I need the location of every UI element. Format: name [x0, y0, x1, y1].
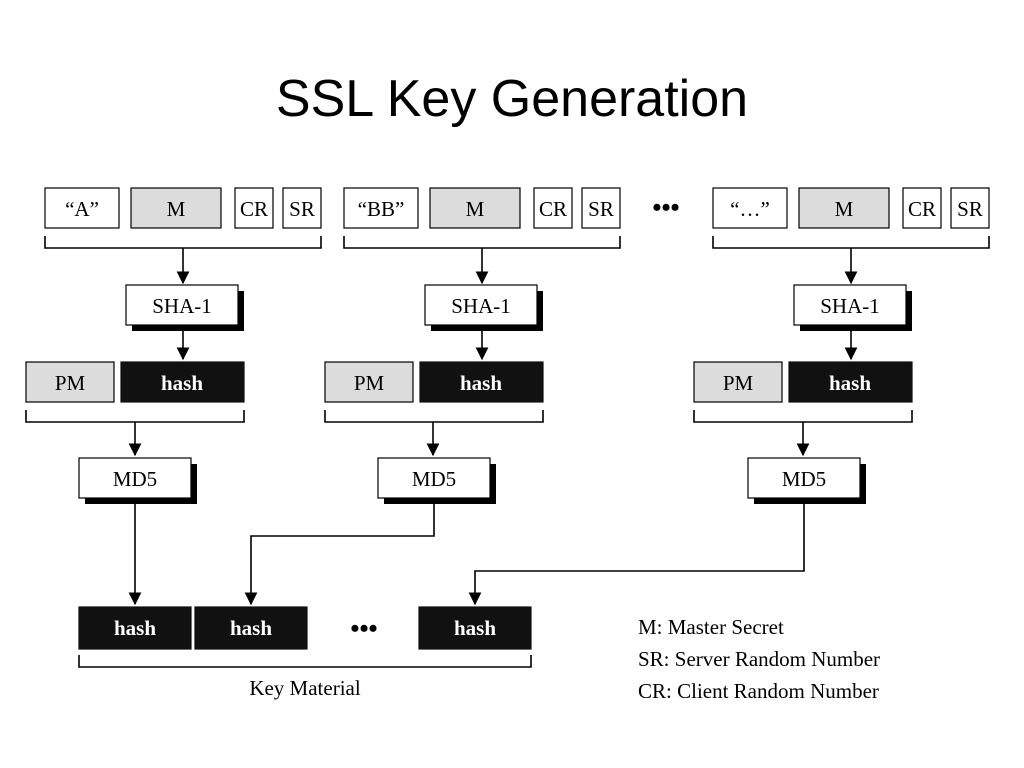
client-random-box: [902, 187, 942, 229]
hash-box: [120, 361, 245, 403]
bracket: [324, 410, 544, 423]
bracket: [78, 655, 532, 668]
bracket: [343, 236, 621, 249]
md5-box: [747, 457, 861, 499]
master-secret-label: M: [835, 197, 854, 221]
legend-item-client-random: CR: Client Random Number: [638, 679, 879, 703]
md5-label: MD5: [113, 467, 157, 491]
hash-label: hash: [829, 371, 871, 395]
server-random-label: SR: [957, 197, 983, 221]
label-box: [712, 187, 788, 229]
label-box: [343, 187, 419, 229]
pre-master-box: [324, 361, 414, 403]
hash-box: [194, 606, 308, 650]
master-secret-label: M: [167, 197, 186, 221]
pre-master-label: PM: [723, 371, 754, 395]
client-random-label: CR: [539, 197, 567, 221]
master-secret-box: [429, 187, 521, 229]
pre-master-box: [693, 361, 783, 403]
master-secret-box: [798, 187, 890, 229]
legend: M: Master Secret SR: Server Random Numbe…: [638, 615, 880, 703]
sha1-label: SHA-1: [451, 294, 511, 318]
client-random-label: CR: [908, 197, 936, 221]
bracket: [25, 410, 245, 423]
bracket: [693, 410, 913, 423]
sha1-box: [793, 284, 907, 326]
label-text: “BB”: [358, 197, 405, 221]
md5-label: MD5: [782, 467, 826, 491]
master-secret-box: [130, 187, 222, 229]
connector: [244, 504, 435, 606]
server-random-box: [282, 187, 322, 229]
server-random-label: SR: [588, 197, 614, 221]
hash-box: [788, 361, 913, 403]
hash-label: hash: [114, 616, 156, 640]
master-secret-label: M: [466, 197, 485, 221]
ellipsis: •••: [350, 614, 377, 643]
client-random-box: [234, 187, 274, 229]
pre-master-box: [25, 361, 115, 403]
hash-box: [78, 606, 192, 650]
column-1: “A” M CR SR SHA-1 PM hash MD5: [25, 187, 322, 606]
ellipsis: •••: [652, 193, 679, 222]
bracket: [712, 236, 990, 249]
label-text: “…”: [730, 197, 770, 221]
hash-label: hash: [230, 616, 272, 640]
bracket: [44, 236, 322, 249]
page-title: SSL Key Generation: [276, 70, 748, 128]
hash-label: hash: [161, 371, 203, 395]
legend-item-server-random: SR: Server Random Number: [638, 647, 880, 671]
client-random-label: CR: [240, 197, 268, 221]
sha1-label: SHA-1: [820, 294, 880, 318]
key-material-label: Key Material: [249, 676, 361, 700]
key-material-row: hash hash ••• hash Key Material: [78, 606, 532, 700]
md5-label: MD5: [412, 467, 456, 491]
hash-box: [418, 606, 532, 650]
legend-item-master-secret: M: Master Secret: [638, 615, 784, 639]
server-random-box: [581, 187, 621, 229]
md5-box: [377, 457, 491, 499]
sha1-label: SHA-1: [152, 294, 212, 318]
client-random-box: [533, 187, 573, 229]
md5-box: [78, 457, 192, 499]
pre-master-label: PM: [55, 371, 86, 395]
column-2: “BB” M CR SR SHA-1 PM hash MD5: [244, 187, 621, 606]
sha1-box: [125, 284, 239, 326]
column-3: “…” M CR SR SHA-1 PM hash MD5: [468, 187, 990, 606]
server-random-label: SR: [289, 197, 315, 221]
label-text: “A”: [65, 197, 99, 221]
hash-label: hash: [460, 371, 502, 395]
connector: [468, 504, 805, 606]
sha1-box: [424, 284, 538, 326]
pre-master-label: PM: [354, 371, 385, 395]
server-random-box: [950, 187, 990, 229]
hash-label: hash: [454, 616, 496, 640]
label-box: [44, 187, 120, 229]
hash-box: [419, 361, 544, 403]
